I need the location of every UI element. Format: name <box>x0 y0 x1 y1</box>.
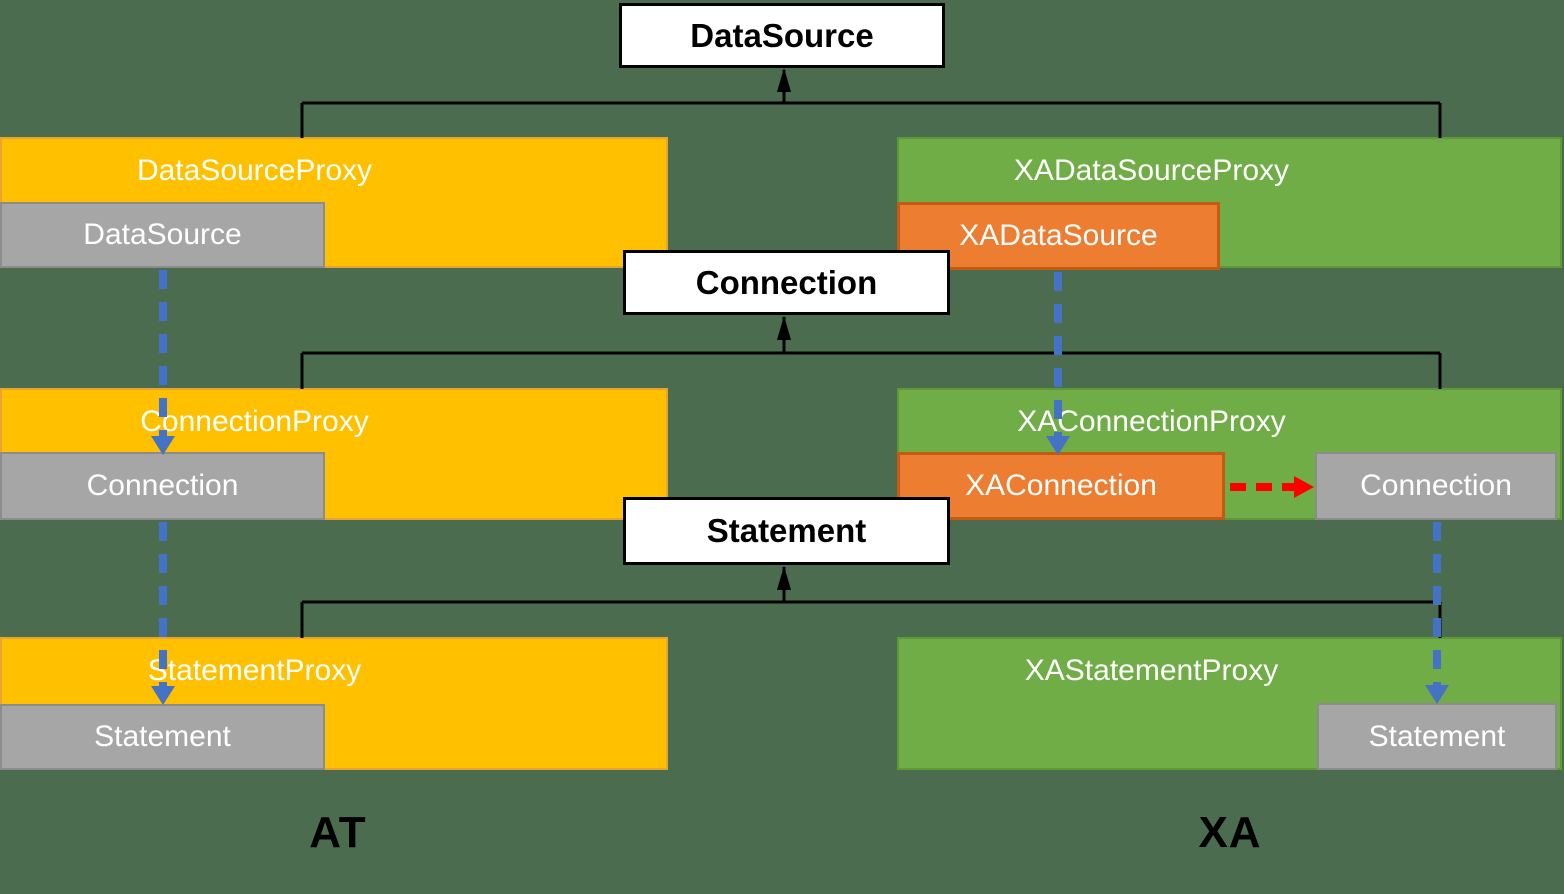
interface-box-statement: Statement <box>623 497 950 565</box>
xa-native-statement-label: Statement <box>1368 719 1506 753</box>
xa-connection-label: XAConnection <box>965 469 1157 502</box>
xa-datasource-label: XADataSource <box>959 219 1158 252</box>
at-statement-box: Statement <box>0 704 325 770</box>
xa-statementproxy-label: XAStatementProxy <box>1024 653 1279 687</box>
interface-datasource-label: DataSource <box>690 16 874 54</box>
at-caption: AT <box>309 808 367 857</box>
interface-box-connection: Connection <box>623 250 950 315</box>
xa-connectionproxy-label: XAConnectionProxy <box>1017 404 1286 438</box>
xa-native-connection-label: Connection <box>1360 469 1512 502</box>
interface-statement-label: Statement <box>706 512 867 549</box>
interface-box-datasource: DataSource <box>619 3 945 68</box>
at-statement-label: Statement <box>94 720 231 753</box>
inheritance-arrowhead-statement <box>777 566 791 590</box>
at-connectionproxy-box: ConnectionProxy <box>0 388 668 520</box>
inheritance-arrowhead-connection <box>777 316 791 340</box>
at-datasource-label: DataSource <box>83 218 242 251</box>
at-datasourceproxy-label: DataSourceProxy <box>136 153 373 187</box>
at-connection-label: Connection <box>86 469 239 502</box>
xa-datasource-box: XADataSource <box>897 202 1220 270</box>
at-connectionproxy-label: ConnectionProxy <box>140 404 369 438</box>
inheritance-tree-datasource <box>300 70 1442 138</box>
xa-datasourceproxy-label: XADataSourceProxy <box>1013 153 1290 187</box>
at-connection-box: Connection <box>0 452 325 520</box>
xa-native-statement-box: Statement <box>1317 703 1557 770</box>
inheritance-tree-connection <box>300 317 1442 389</box>
xa-caption: XA <box>1198 808 1262 857</box>
interface-connection-label: Connection <box>695 263 878 301</box>
at-datasource-box: DataSource <box>0 202 325 268</box>
xa-connection-box: XAConnection <box>897 452 1225 520</box>
at-statementproxy-label: StatementProxy <box>147 653 362 687</box>
inheritance-arrowhead-datasource <box>777 68 791 92</box>
inheritance-tree-statement <box>300 567 1442 638</box>
xa-native-connection-box: Connection <box>1315 452 1557 520</box>
